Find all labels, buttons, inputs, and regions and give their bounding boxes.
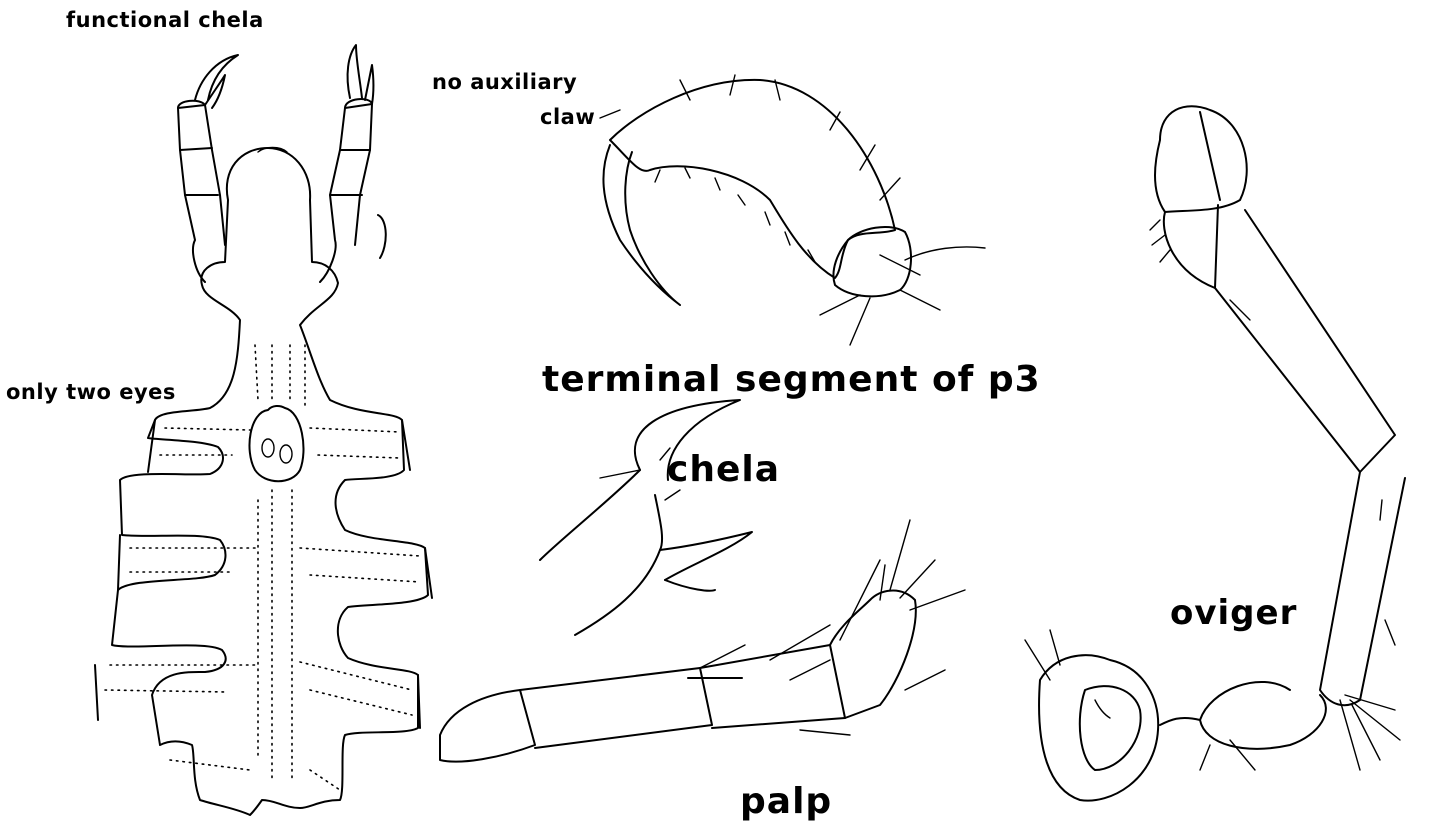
oviger-drawing [1025,106,1405,800]
label-palp: palp [740,784,832,820]
label-chela: chela [667,452,780,488]
right-chelifore [320,45,386,282]
terminal-segment-drawing [600,75,985,345]
chela-drawing [540,400,752,635]
label-oviger: oviger [1170,596,1297,630]
label-claw: claw [540,107,595,128]
label-terminal-segment: terminal segment of p3 [542,362,1041,398]
eye-tubercle [249,406,303,481]
body-dorsal-drawing [95,45,432,815]
body-outline [112,148,428,815]
left-chelifore [178,55,238,282]
label-only-two-eyes: only two eyes [6,382,176,403]
palp-drawing [440,520,965,762]
label-functional-chela: functional chela [66,10,264,31]
label-no-auxiliary: no auxiliary [432,72,577,93]
